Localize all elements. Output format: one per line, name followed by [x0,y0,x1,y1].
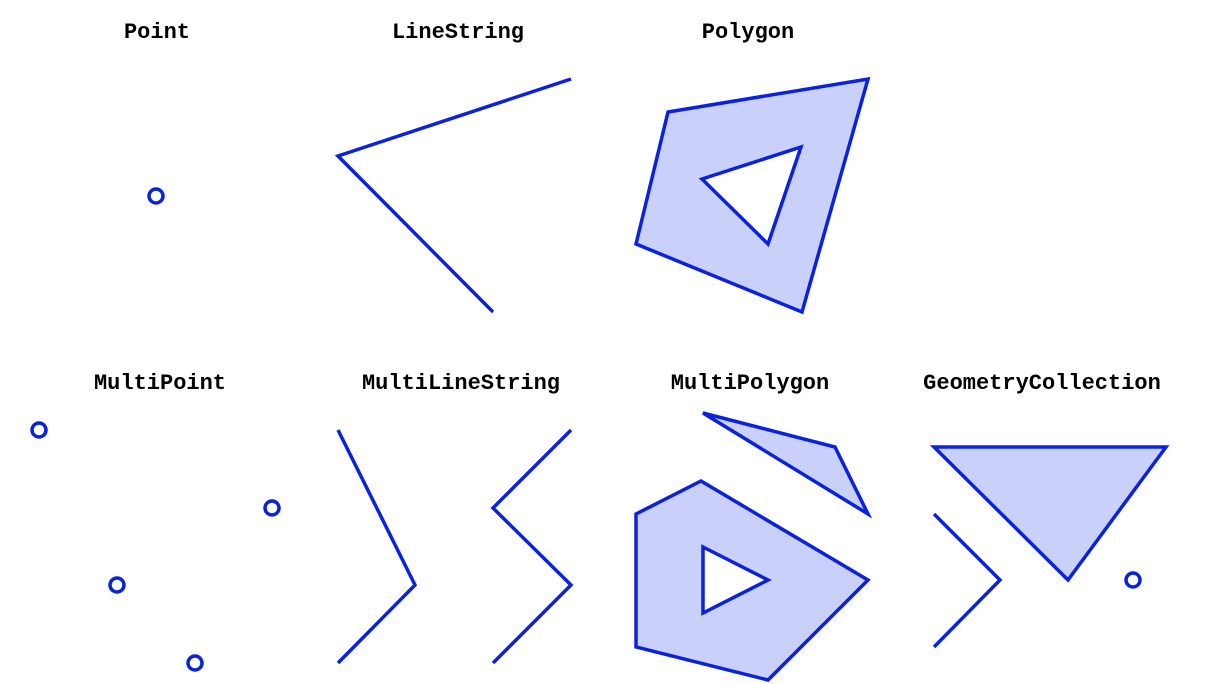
title-polygon: Polygon [701,20,795,45]
geometrycollection-items [929,445,1170,649]
polygon-shape [633,76,871,315]
collection-line [932,512,1003,649]
linestring-line [334,77,572,314]
multilinestring-line [490,428,574,665]
title-point: Point [123,20,190,45]
multipoint-markers [30,421,281,672]
multipolygon-shapes [634,411,873,682]
multilinestring-lines [336,428,574,665]
multipoint-marker [186,654,204,672]
title-linestring: LineString [391,20,525,45]
title-multipolygon: MultiPolygon [670,371,830,396]
multipolygon-part [634,479,871,682]
multipoint-marker [108,576,126,594]
multilinestring-line [336,429,418,665]
title-geometrycollection: GeometryCollection [923,371,1161,396]
multipolygon-part [702,411,873,519]
title-multipoint: MultiPoint [93,371,227,396]
collection-polygon [929,445,1170,583]
point-marker [147,187,165,205]
collection-point [1124,571,1142,589]
multipoint-marker [263,499,281,517]
multipoint-marker [30,421,48,439]
title-multilinestring: MultiLineString [361,371,561,396]
